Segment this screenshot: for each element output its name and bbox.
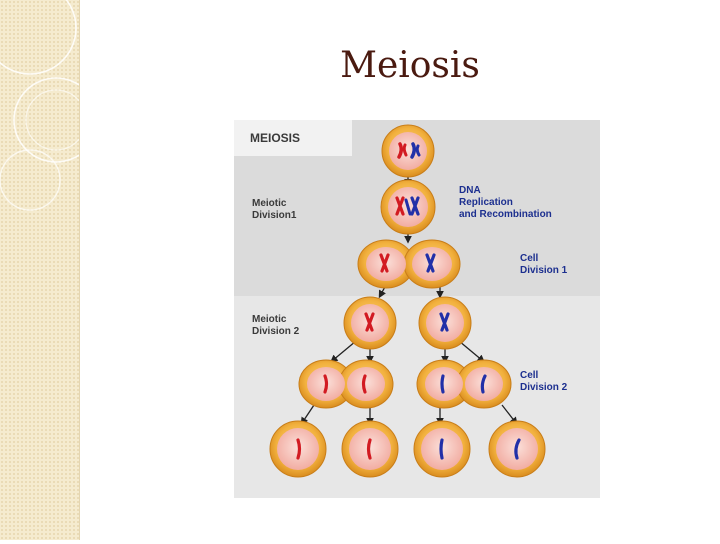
- header-box: [234, 120, 352, 156]
- arrow-9: [300, 404, 315, 426]
- label-meiotic-division-2-line2: Division 2: [252, 326, 300, 337]
- label-cell-division-1-line2: Division 1: [520, 265, 568, 276]
- label-cell-division-1-line1: Cell: [520, 253, 539, 264]
- label-dna-line3: and Recombination: [459, 209, 552, 220]
- cell-parent: [381, 124, 435, 178]
- decorative-circles: [0, 0, 99, 211]
- slide-title: Meiosis: [340, 45, 480, 86]
- decorative-sidebar: [0, 0, 99, 540]
- label-meiotic-division-1-line1: Meiotic: [252, 198, 287, 209]
- label-dna-line1: DNA: [459, 185, 481, 196]
- gamete-3: [413, 420, 471, 478]
- meiosis-diagram-svg: MEIOSIS Meiotic Division1 Meiotic Divisi…: [234, 120, 600, 498]
- gamete-4: [488, 420, 546, 478]
- label-dna-line2: Replication: [459, 197, 513, 208]
- label-cell-division-2-line1: Cell: [520, 370, 539, 381]
- label-cell-division-2-line2: Division 2: [520, 382, 568, 393]
- arrow-12: [501, 404, 518, 426]
- cell-dividing-2-red: [298, 359, 394, 409]
- label-meiotic-division-1-line2: Division1: [252, 210, 297, 221]
- arrow-8: [458, 340, 485, 363]
- cell-daughter-blue: [418, 296, 472, 350]
- diagram-header: MEIOSIS: [250, 131, 300, 145]
- arrow-5: [330, 340, 357, 363]
- cell-replicated: [380, 179, 436, 235]
- meiosis-diagram: MEIOSIS Meiotic Division1 Meiotic Divisi…: [234, 120, 600, 498]
- label-meiotic-division-2-line1: Meiotic: [252, 314, 287, 325]
- cell-dividing-2-blue: [416, 359, 512, 409]
- cell-dividing-1: [357, 239, 461, 289]
- gamete-2: [341, 420, 399, 478]
- cell-daughter-red: [343, 296, 397, 350]
- gamete-1: [269, 420, 327, 478]
